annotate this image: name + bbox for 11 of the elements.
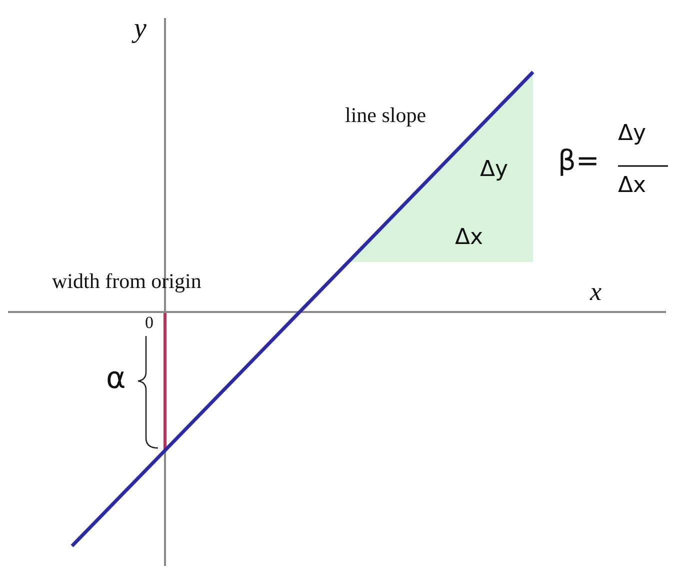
delta-x-label: Δx [455,226,484,250]
intercept-label: width from origin [52,270,202,294]
fraction-numerator: Δy [618,122,646,146]
line-label: line slope [345,104,426,128]
origin-label: 0 [145,314,154,333]
axis-label: x [590,278,602,307]
delta-y-label: Δy [480,158,508,182]
axis-label: y [134,14,146,45]
slope-formula: β= [558,146,600,177]
intercept-symbol: α [106,362,126,395]
fraction-denominator: Δx [618,174,646,198]
